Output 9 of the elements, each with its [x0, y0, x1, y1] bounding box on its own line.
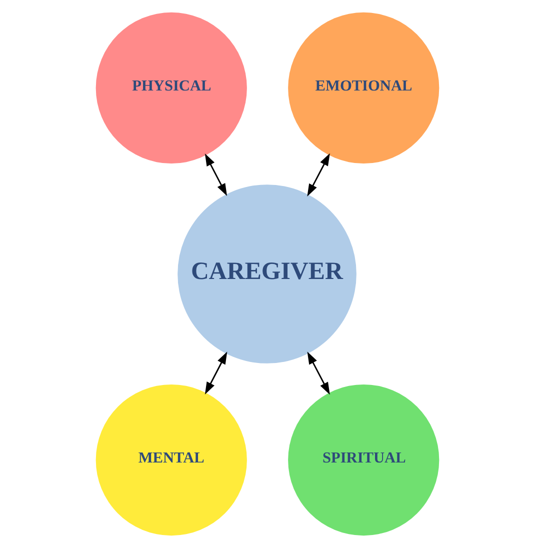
arrow: [204, 352, 228, 395]
node-circle: PHYSICAL: [96, 12, 247, 164]
node-circle: MENTAL: [96, 384, 247, 536]
arrow: [307, 153, 330, 196]
node-circle: EMOTIONAL: [288, 12, 440, 164]
node-circle: CAREGIVER: [178, 184, 356, 364]
node-circle: SPIRITUAL: [288, 384, 440, 536]
arrow: [307, 352, 330, 395]
arrow: [204, 153, 228, 196]
